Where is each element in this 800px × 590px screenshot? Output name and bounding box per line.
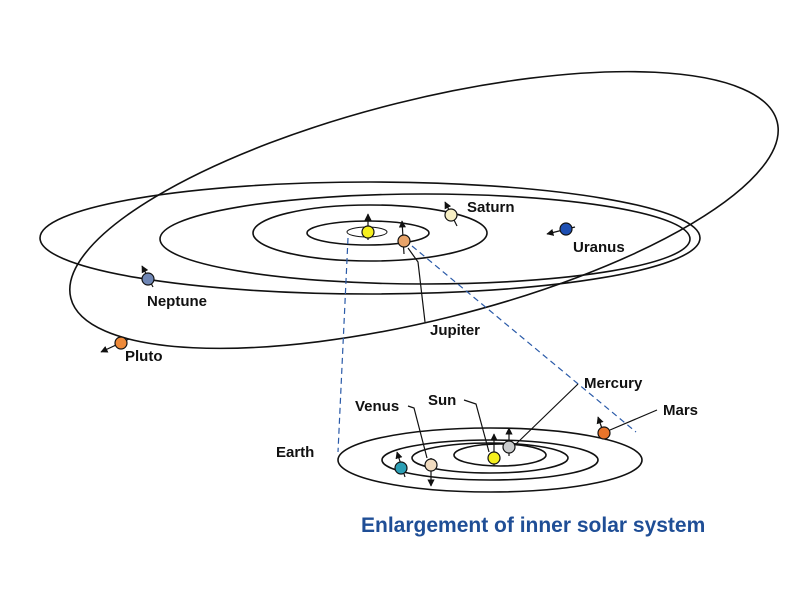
sun-label: Sun: [428, 392, 456, 409]
jupiter-planet: [397, 234, 411, 248]
uranus-orbit: [159, 193, 691, 285]
mercury-leader: [515, 383, 579, 445]
saturn-label: Saturn: [467, 199, 515, 216]
jupiter-leader: [407, 247, 426, 323]
mars-label: Mars: [663, 402, 698, 419]
mercury-label: Mercury: [584, 375, 643, 392]
saturn-orbit: [252, 204, 488, 262]
pluto-planet: [114, 336, 128, 350]
mercury-orbit: [453, 443, 547, 467]
outer-solar-system: Jupiter Saturn Uranus Neptune Pluto: [39, 70, 779, 365]
caption: Enlargement of inner solar system: [361, 514, 705, 537]
jupiter-label: Jupiter: [430, 322, 480, 339]
projection-line-right: [411, 245, 637, 433]
pluto-orbit: [69, 70, 779, 350]
neptune-orbit: [39, 181, 701, 295]
neptune-planet: [141, 272, 155, 286]
saturn-planet: [444, 208, 458, 222]
uranus-label: Uranus: [573, 239, 625, 256]
mars-orbit: [337, 427, 643, 493]
venus-leader: [407, 405, 428, 459]
mars-planet: [597, 426, 611, 440]
uranus-planet: [559, 222, 573, 236]
venus-orbit: [411, 442, 569, 474]
venus-planet: [424, 458, 438, 472]
earth-orbit: [381, 439, 599, 481]
sun-inner: [487, 451, 501, 465]
inner-solar-system: Sun Mercury Venus Earth Mars: [276, 375, 698, 493]
earth-label: Earth: [276, 444, 314, 461]
venus-label: Venus: [355, 398, 399, 415]
neptune-label: Neptune: [147, 293, 207, 310]
earth-planet: [394, 461, 408, 475]
pluto-label: Pluto: [125, 348, 163, 365]
sun-leader: [463, 399, 490, 453]
mars-leader: [609, 409, 658, 431]
projection-line-left: [337, 237, 349, 453]
sun-outer: [361, 225, 375, 239]
mercury-planet: [502, 440, 516, 454]
